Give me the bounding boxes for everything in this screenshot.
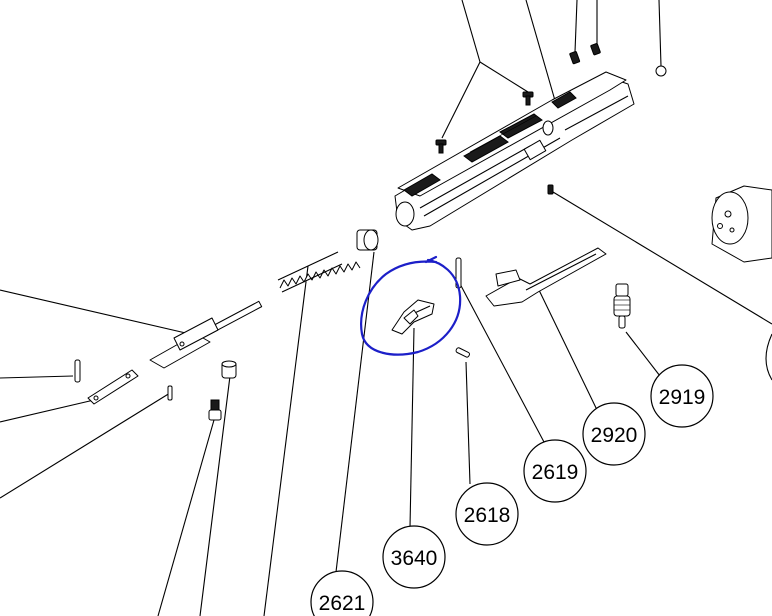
left-pin [74,359,81,383]
leader-top-to-screw-a [441,61,481,139]
leader-bottom-bushing [199,375,231,616]
part-2919-plunger [613,283,631,329]
spring [277,251,361,293]
leader-right-pin [552,191,772,325]
callout-2621: 2621 [310,570,374,616]
callout-3640: 3640 [382,525,446,589]
receiver-slot-1 [419,145,531,209]
receiver-slot-3 [564,95,629,131]
serration-panel-4 [551,91,577,109]
left-plate-hole-2 [125,373,131,379]
callout-3640-label: 3640 [391,547,438,570]
receiver-screw-b [522,91,534,106]
left-plate [87,369,139,405]
spring-outline-top [277,251,339,281]
receiver-body [394,75,635,231]
bolt-block [173,317,219,351]
leader-left-smallpin [0,392,171,499]
leader-top-to-screw-b [479,61,529,93]
receiver-window [523,139,547,161]
top-screws [569,43,667,77]
leader-2618 [465,361,471,485]
o-ring-top [655,65,667,77]
callout-2621-label: 2621 [319,592,366,615]
leader-2919 [625,331,661,377]
receiver-housing [394,71,635,231]
bottom-screw-bushing [208,360,237,421]
callout-2618: 2618 [455,482,519,546]
part-2919-spring [613,295,631,317]
leader-left-pin [0,375,74,379]
receiver-small-pin [547,184,554,195]
spring-outline-bottom [281,263,343,293]
leader-top-left [461,0,481,63]
serration-panel-2 [463,135,509,163]
callout-2919: 2919 [650,364,714,428]
leader-left-bolt [0,289,191,335]
receiver-front-hole [395,201,415,227]
part-2920-slot [525,253,597,291]
leader-top-mid [525,0,557,105]
callout-2619: 2619 [523,439,587,503]
bolt-assembly [149,300,263,369]
callout-2619-label: 2619 [532,461,579,484]
leader-left-plate [0,399,95,423]
spring-coils [279,261,361,289]
left-plate-hole-1 [93,395,99,401]
callout-2920-label: 2920 [591,424,638,447]
screw-top-2 [590,43,601,56]
highlight-circle-3640 [360,255,462,356]
leader-top-screw-1 [574,0,578,53]
part-2618-pin [455,347,470,358]
serration-line [469,115,537,153]
leader-2619 [458,281,545,443]
callout-2920: 2920 [582,402,646,466]
part-3640 [391,299,435,335]
left-small-pin [167,385,173,401]
round-housing-hole-2 [717,223,723,229]
callout-2919-label: 2919 [659,386,706,409]
part-2919-tip [618,315,626,329]
part-3640-tab [403,309,419,325]
round-housing-hole-1 [724,210,732,218]
round-housing-hole-3 [729,227,735,233]
bottom-screw-head [210,399,220,411]
round-edge-bottom [765,333,772,381]
round-housing-right [711,185,772,381]
leader-3640 [409,327,415,528]
bottom-screw-shank [208,409,222,421]
leader-bottom-spring [263,265,309,616]
serration-panel-1 [403,173,441,197]
round-housing-face [711,191,749,245]
leader-2920 [537,287,599,413]
leader-bottom-screw [157,419,215,616]
leader-top-oring [658,0,662,67]
serration-panel-3 [499,113,543,139]
callout-2618-label: 2618 [464,504,511,527]
bottom-bushing-top [221,360,237,368]
left-small-parts [74,359,173,405]
leader-2621 [335,251,375,573]
part-2920-body [485,247,607,307]
receiver-pin-hole [542,120,554,136]
bolt-hole [179,341,185,347]
part-2919-cap [615,283,629,297]
receiver-screw-a [435,139,447,154]
bushing [356,229,379,251]
bushing-end [363,229,379,251]
part-2920-tab [495,269,521,287]
screw-top-1 [569,51,581,65]
part-2920-lever [485,247,607,307]
